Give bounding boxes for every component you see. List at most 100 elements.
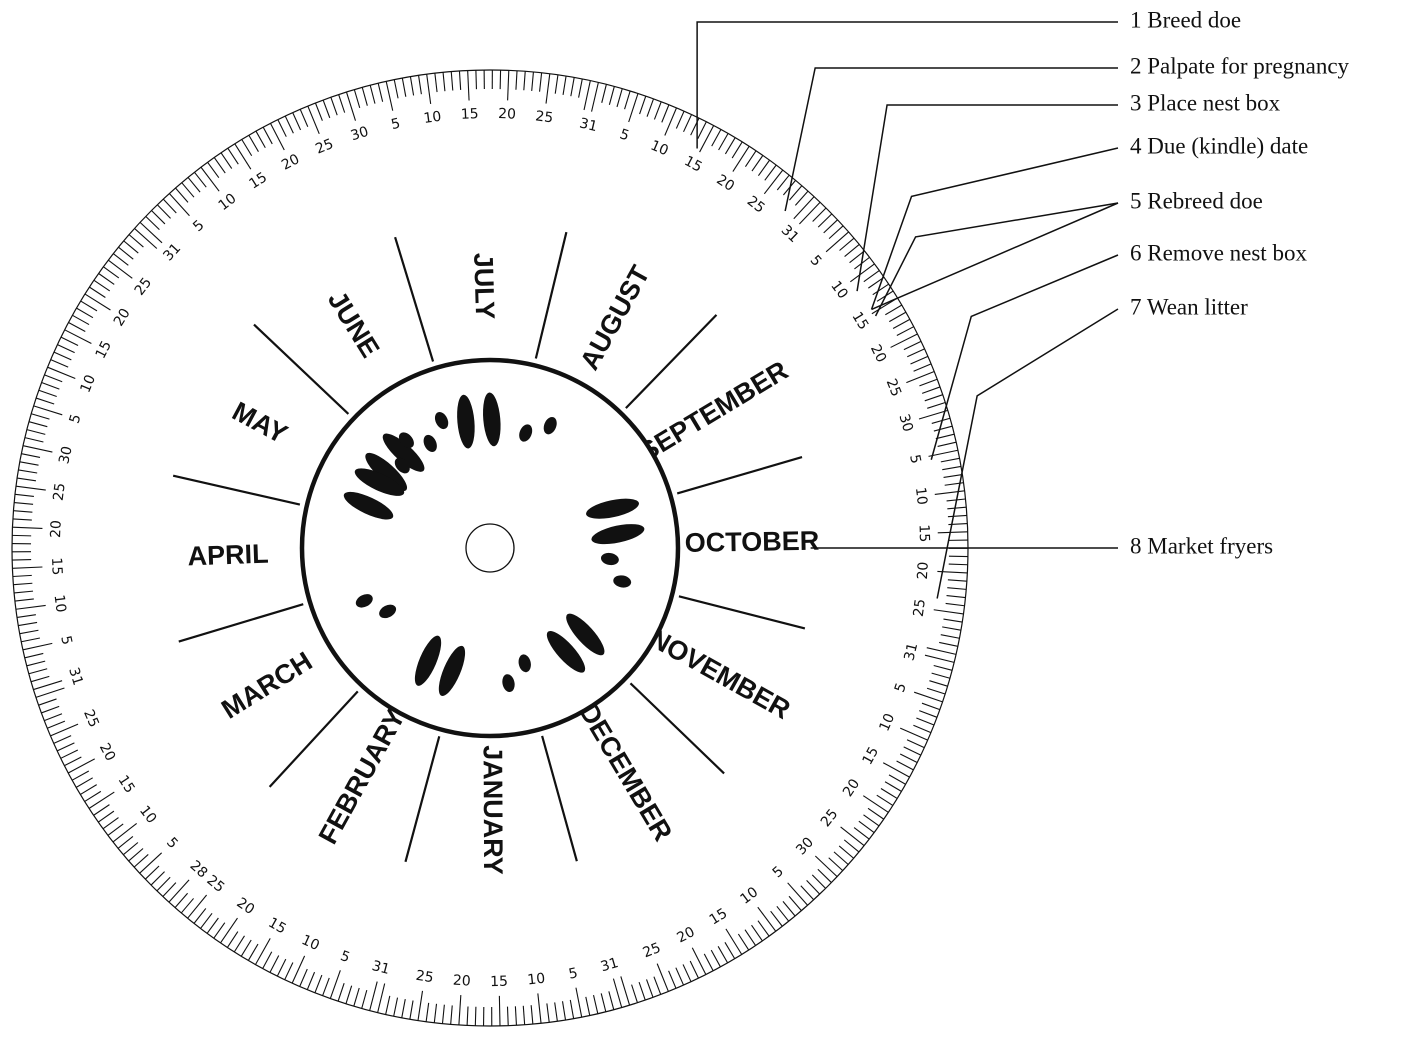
day-tick <box>175 893 188 907</box>
day-label: 10 <box>912 486 930 506</box>
day-tick <box>771 911 783 926</box>
day-tick <box>103 818 118 829</box>
day-tick <box>94 805 110 816</box>
month-label-december: DECEMBER <box>573 698 678 846</box>
day-tick <box>163 883 176 897</box>
day-tick <box>54 736 71 744</box>
day-tick <box>812 875 825 889</box>
day-tick <box>913 725 931 732</box>
day-tick <box>182 183 194 198</box>
day-tick <box>263 127 272 144</box>
day-tick <box>881 788 897 798</box>
day-tick <box>839 846 853 858</box>
day-tick <box>579 79 583 98</box>
day-tick <box>338 983 344 1001</box>
day-tick <box>919 379 937 386</box>
day-tick <box>459 71 460 90</box>
day-tick <box>468 71 469 101</box>
day-tick <box>889 775 906 784</box>
leader-line <box>872 203 1118 309</box>
day-tick <box>443 72 445 91</box>
day-tick <box>948 580 967 581</box>
day-tick <box>89 287 105 297</box>
day-tick <box>194 908 206 923</box>
day-tick <box>47 721 65 728</box>
day-tick <box>531 1005 533 1024</box>
day-tick <box>929 681 947 686</box>
day-tick <box>586 997 590 1016</box>
day-tick <box>844 840 859 852</box>
leader-line <box>872 148 1118 309</box>
day-tick <box>77 308 93 318</box>
day-tick <box>647 99 654 117</box>
day-label: 15 <box>860 744 883 767</box>
day-tick <box>840 238 854 250</box>
day-tick <box>293 113 301 130</box>
day-tick <box>135 228 157 248</box>
day-tick <box>904 341 921 349</box>
day-tick <box>789 896 801 910</box>
day-tick <box>378 83 382 101</box>
day-tick <box>194 172 206 187</box>
day-label: 31 <box>578 115 599 135</box>
day-tick <box>807 880 820 894</box>
day-label: 25 <box>744 193 768 217</box>
day-tick <box>235 144 251 169</box>
day-tick <box>188 895 207 918</box>
day-tick <box>145 866 159 879</box>
day-tick <box>700 126 714 153</box>
day-tick <box>234 936 244 952</box>
day-tick <box>42 383 60 390</box>
day-tick <box>863 815 878 826</box>
day-tick <box>44 714 62 721</box>
day-tick <box>285 116 293 133</box>
day-label: 25 <box>883 377 904 399</box>
day-label: 28 <box>187 858 211 882</box>
callout-2: 2 Palpate for pregnancy <box>1130 53 1350 78</box>
day-label: 25 <box>911 598 929 618</box>
day-tick <box>850 264 874 282</box>
day-tick <box>927 688 945 694</box>
day-tick <box>613 979 621 1008</box>
day-tick <box>621 976 630 1005</box>
day-tick <box>23 643 52 649</box>
day-tick <box>725 138 735 154</box>
day-tick <box>925 395 943 401</box>
day-tick <box>14 503 33 505</box>
day-tick <box>904 747 921 755</box>
day-tick <box>711 950 720 967</box>
day-tick <box>54 352 71 360</box>
day-tick <box>632 985 638 1003</box>
day-label: 25 <box>415 968 435 987</box>
day-tick <box>181 898 193 913</box>
leader-line <box>937 309 1118 599</box>
day-tick <box>868 808 884 819</box>
day-label: 10 <box>827 278 850 302</box>
day-tick <box>524 71 525 90</box>
day-tick <box>949 564 968 565</box>
day-tick <box>925 655 954 662</box>
day-tick <box>726 929 742 955</box>
day-tick <box>330 970 340 998</box>
day-tick <box>540 73 542 92</box>
day-tick <box>824 220 838 233</box>
month-label-april: APRIL <box>187 539 269 572</box>
day-tick <box>935 491 965 495</box>
day-tick <box>897 327 914 336</box>
day-label: 15 <box>265 915 288 938</box>
month-label-july: JULY <box>468 252 500 319</box>
day-label: 15 <box>681 153 704 175</box>
day-tick <box>818 214 832 227</box>
day-tick <box>946 603 965 605</box>
month-label-march: MARCH <box>216 646 317 725</box>
day-label: 25 <box>132 275 156 299</box>
day-tick <box>331 97 337 115</box>
month-label-september: SEPTEMBER <box>634 355 793 467</box>
day-label: 20 <box>96 741 119 764</box>
day-tick <box>538 993 541 1023</box>
day-tick <box>764 170 782 194</box>
month-divider <box>179 604 303 641</box>
day-tick <box>123 842 138 854</box>
day-tick <box>256 131 265 148</box>
day-label: 15 <box>48 557 65 575</box>
